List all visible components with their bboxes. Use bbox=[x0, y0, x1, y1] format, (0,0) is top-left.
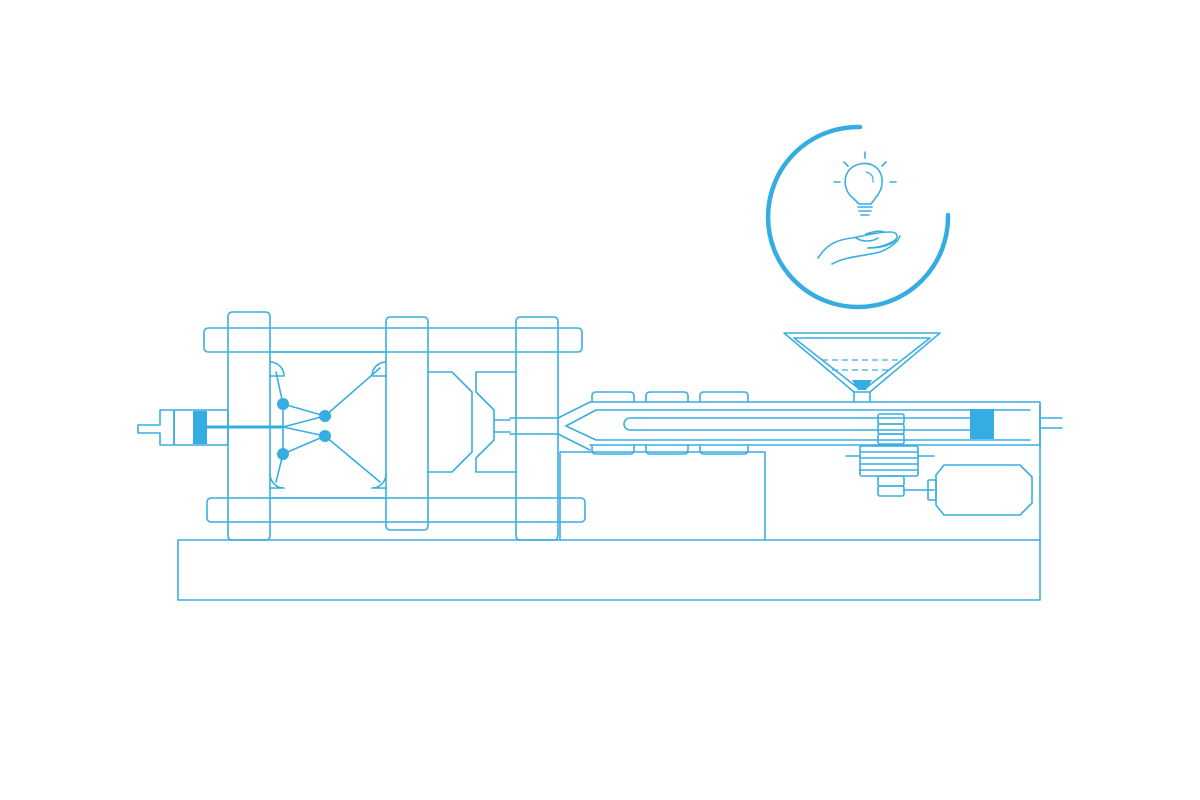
progress-ring bbox=[765, 124, 951, 310]
screw bbox=[623, 417, 985, 431]
insight-badge bbox=[765, 124, 951, 310]
injection-piston bbox=[970, 409, 994, 439]
lightbulb-icon bbox=[833, 151, 897, 216]
injection-barrel bbox=[509, 391, 1063, 455]
tie-bars bbox=[203, 327, 586, 523]
heater-bands bbox=[591, 391, 749, 455]
clamp-cylinder bbox=[137, 409, 285, 446]
mold bbox=[427, 371, 517, 473]
machine-base bbox=[177, 404, 1041, 601]
open-hand-icon bbox=[817, 230, 901, 265]
hopper bbox=[783, 332, 941, 403]
drive-motor bbox=[935, 464, 1033, 516]
toggle-linkage bbox=[269, 351, 387, 499]
screw-drive bbox=[845, 413, 1033, 516]
stationary-platen bbox=[515, 316, 559, 541]
moving-platen bbox=[385, 316, 429, 531]
